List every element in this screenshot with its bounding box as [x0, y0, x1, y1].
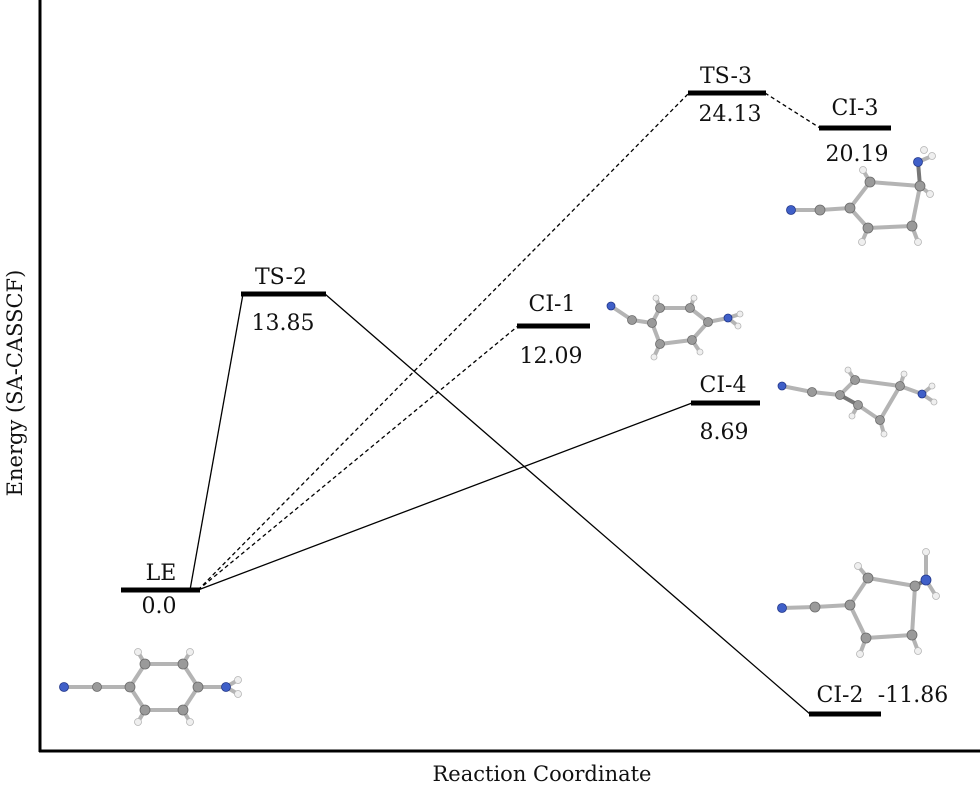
x-axis-label: Reaction Coordinate	[433, 762, 652, 786]
label-ts3-name: TS-3	[700, 64, 752, 89]
label-ci3-energy: 20.19	[826, 142, 889, 167]
label-ci3-name: CI-3	[832, 96, 879, 121]
molecule-ci2-structure-icon	[777, 548, 940, 658]
path-le-ts3	[197, 92, 690, 591]
label-ts2-energy: 13.85	[252, 311, 315, 336]
label-le-energy: 0.0	[142, 594, 177, 619]
molecule-ci1-structure-icon	[606, 294, 744, 361]
molecule-ci4-structure-icon	[777, 366, 938, 438]
label-ts2-name: TS-2	[255, 265, 307, 290]
label-ci1-name: CI-1	[529, 292, 576, 317]
path-le-ts2	[189, 293, 244, 591]
label-ci4-energy: 8.69	[700, 420, 749, 445]
molecule-ci3-structure-icon	[786, 146, 936, 246]
label-ci2-name: CI-2	[817, 683, 864, 708]
label-le-name: LE	[146, 561, 177, 586]
label-ci2-energy: -11.86	[878, 683, 948, 708]
label-ci1-energy: 12.09	[520, 344, 583, 369]
molecule-le-structure-icon	[59, 648, 242, 726]
path-le-ci1	[197, 325, 519, 591]
path-ts3-ci3	[764, 92, 821, 129]
y-axis-label: Energy (SA-CASSCF)	[3, 270, 27, 497]
label-ci4-name: CI-4	[700, 373, 747, 398]
path-le-ci4	[197, 402, 693, 591]
label-ts3-energy: 24.13	[699, 102, 762, 127]
path-ts2-ci2	[324, 293, 811, 715]
